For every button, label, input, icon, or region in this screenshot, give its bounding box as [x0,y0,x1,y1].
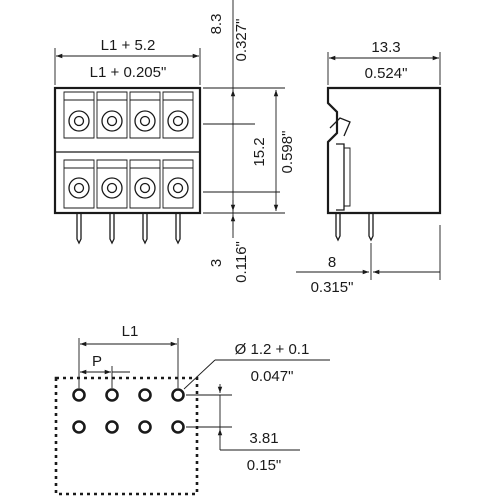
front-top-row [63,91,194,139]
hole-2-2 [105,420,119,434]
dim-side-depth-in: 0.524" [365,65,408,82]
bottom-screw-3 [134,177,156,199]
top-cell-4 [162,91,194,139]
dim-pin-length-mm: 3 [208,259,225,267]
bottom-screw-1-core [73,182,85,194]
dim-side-depth-mm: 13.3 [371,39,400,56]
top-cell-3 [129,91,161,139]
footprint-outline [54,376,199,496]
dim-top-offset-in: 0.327" [233,19,250,62]
top-screw-4-core [172,115,184,127]
dim-top-width-mm: L1 + 5.2 [101,37,156,54]
top-screw-2 [101,110,123,132]
row-spacing-mm: 3.81 [249,430,278,447]
dim-pin-length-in: 0.116" [233,241,250,283]
side-view: 13.3 0.524" 8 0.315" [296,39,442,296]
top-screw-4 [167,110,189,132]
front-pin-2 [109,213,115,245]
front-pin-3 [142,213,148,245]
front-pins [76,213,181,245]
top-cell-1 [63,91,95,139]
top-screw-1 [68,110,90,132]
bottom-cell-4 [162,159,194,209]
dim-row-pitch-in: 0.598" [279,131,296,174]
hole-1-4 [171,388,185,402]
top-cell-2 [96,91,128,139]
footprint: L1 P Ø 1.2 + 0.1 0.047" 3.81 0.15" [54,323,330,496]
top-screw-3-core [139,115,151,127]
front-bottom-row [63,159,194,209]
hole-diameter-mm: Ø 1.2 + 0.1 [235,341,310,358]
leader-diameter [183,359,216,390]
bottom-screw-4 [167,177,189,199]
side-slot-2 [344,147,351,207]
bottom-cell-2 [96,159,128,209]
bottom-screw-2 [101,177,123,199]
dim-top-offset-mm: 8.3 [208,14,225,35]
side-pin-2 [368,213,374,242]
hole-1-1 [72,388,86,402]
dim-pin-offset-mm: 8 [328,254,336,271]
front-body-outline [53,86,202,215]
front-pin-1 [76,213,82,245]
bottom-cell-3 [129,159,161,209]
front-view: L1 + 5.2 L1 + 0.205" 8.3 0.327" 15.2 0.5… [53,0,296,283]
hole-2-3 [138,420,152,434]
top-screw-2-core [106,115,118,127]
bottom-screw-1 [68,177,90,199]
bottom-screw-3-core [139,182,151,194]
side-latch [329,117,351,137]
hole-diameter-in: 0.047" [251,368,294,385]
top-screw-3 [134,110,156,132]
hole-1-2 [105,388,119,402]
side-slot-1 [336,143,345,211]
row-spacing-in: 0.15" [247,457,282,474]
side-pin-1 [335,213,341,242]
dim-pitch-label: P [92,353,102,370]
dim-top-width-in: L1 + 0.205" [90,64,167,81]
side-body-outline [326,86,442,215]
bottom-cell-1 [63,159,95,209]
dim-l1-label: L1 [122,323,139,340]
dim-row-pitch-mm: 15.2 [251,137,268,166]
hole-2-4 [171,420,185,434]
bottom-screw-2-core [106,182,118,194]
bottom-screw-4-core [172,182,184,194]
dim-pin-offset-in: 0.315" [311,279,354,296]
top-screw-1-core [73,115,85,127]
hole-1-3 [138,388,152,402]
hole-2-1 [72,420,86,434]
front-pin-4 [175,213,181,245]
